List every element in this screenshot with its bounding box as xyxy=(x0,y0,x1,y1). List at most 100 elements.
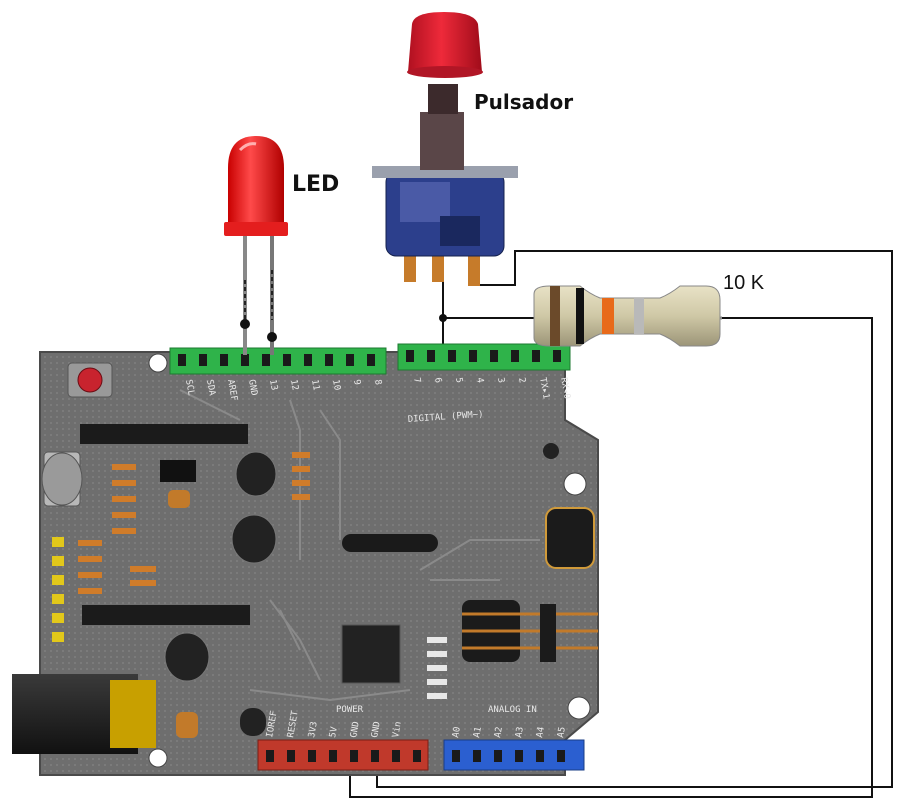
header-slot xyxy=(329,750,337,762)
button-cap xyxy=(408,12,482,72)
capacitor-orange xyxy=(168,490,190,508)
header-slot xyxy=(283,354,291,366)
push-button-component: Pulsador xyxy=(372,12,573,286)
header-slot xyxy=(427,350,435,362)
header-slot xyxy=(511,350,519,362)
band-2 xyxy=(576,288,584,344)
pin-label: 11 xyxy=(309,379,321,391)
resistor-body xyxy=(533,285,721,347)
wire-resistor-to-5v xyxy=(349,317,873,798)
pin-label: 9 xyxy=(351,379,362,386)
mount-hole xyxy=(567,696,591,720)
pin-label: A4 xyxy=(535,726,547,738)
usb-connector-cap xyxy=(41,452,83,506)
junction-dot xyxy=(439,314,447,322)
header-slot xyxy=(325,354,333,366)
pin-label: GND xyxy=(246,379,259,397)
pin-label: 6 xyxy=(432,377,443,384)
header-slot xyxy=(350,750,358,762)
resistor-component: 10 K xyxy=(533,272,765,347)
header-slot xyxy=(515,750,523,762)
resistor-label: 10 K xyxy=(723,272,765,294)
crystal-small xyxy=(240,708,266,736)
capacitor xyxy=(235,451,277,497)
header-slot xyxy=(220,354,228,366)
header-slot xyxy=(406,350,414,362)
pin-label: A3 xyxy=(514,726,526,738)
power-header xyxy=(257,739,429,771)
digital-header-low xyxy=(169,347,387,375)
header-slot xyxy=(452,750,460,762)
pin-label: 13 xyxy=(267,379,279,391)
band-3 xyxy=(602,298,614,334)
header-slot xyxy=(371,750,379,762)
smd-components xyxy=(78,452,310,594)
white-smd xyxy=(427,637,447,699)
black-strip xyxy=(82,605,250,625)
header-slot xyxy=(448,350,456,362)
pin-label: GND xyxy=(370,721,383,739)
digital-header-high xyxy=(397,343,571,371)
ic-chip-small xyxy=(160,460,196,482)
ic-chip xyxy=(341,624,401,684)
header-slot xyxy=(490,350,498,362)
header-slot xyxy=(473,750,481,762)
pin-label: 8 xyxy=(372,379,383,386)
board-traces xyxy=(179,389,540,702)
header-slot xyxy=(308,750,316,762)
analog-caption: ANALOG IN xyxy=(488,705,537,715)
pad xyxy=(543,443,559,459)
reset-button xyxy=(77,367,103,393)
mount-hole xyxy=(563,472,587,496)
pin-label: 10 xyxy=(330,379,342,391)
pin-label: 5V xyxy=(328,726,340,739)
pin-label: SCL xyxy=(183,379,196,397)
pin-label: A1 xyxy=(472,726,484,738)
pin-label: 3 xyxy=(495,377,506,384)
mount-hole xyxy=(148,748,168,768)
header-slot xyxy=(346,354,354,366)
led-rim xyxy=(224,222,288,236)
header-slot xyxy=(557,750,565,762)
button-label: Pulsador xyxy=(474,90,573,114)
header-slot xyxy=(287,750,295,762)
pin-label: A5 xyxy=(556,726,568,738)
header-slot xyxy=(532,350,540,362)
icsp-header xyxy=(545,507,595,569)
header-slot xyxy=(241,354,249,366)
pin-grid xyxy=(462,600,598,662)
analog-header xyxy=(443,739,585,771)
crystal xyxy=(342,534,438,552)
digital-pin-labels-low: SCL SDA AREF GND 13 12 11 10 9 8 xyxy=(183,379,383,402)
header-slot xyxy=(199,354,207,366)
pin-label: TX▸1 xyxy=(537,377,551,400)
analog-pin-labels: A0 A1 A2 A3 A4 A5 xyxy=(451,726,568,738)
pin-label: 2 xyxy=(516,377,527,384)
pin-label: A2 xyxy=(493,726,505,738)
pin-label: A0 xyxy=(451,726,463,738)
black-strip xyxy=(80,424,248,444)
band-4 xyxy=(634,298,644,334)
pin-label: IOREF xyxy=(265,710,280,738)
pin-label: RX◂0 xyxy=(558,377,572,400)
header-slot xyxy=(304,354,312,366)
pin-label: 4 xyxy=(474,377,485,384)
capacitor xyxy=(231,514,277,564)
power-caption: POWER xyxy=(336,705,364,715)
pin-label: 12 xyxy=(288,379,300,391)
header-slot xyxy=(536,750,544,762)
header-slot xyxy=(367,354,375,366)
pin-label: SDA xyxy=(204,379,217,397)
header-slot xyxy=(392,750,400,762)
mount-hole xyxy=(148,353,168,373)
led-component: LED xyxy=(224,136,339,355)
pin-label: AREF xyxy=(225,379,239,402)
capacitor-orange xyxy=(176,712,198,738)
smd-yellow xyxy=(52,537,64,642)
band-1 xyxy=(550,286,560,346)
pin-label: RESET xyxy=(286,710,301,739)
header-slot xyxy=(494,750,502,762)
